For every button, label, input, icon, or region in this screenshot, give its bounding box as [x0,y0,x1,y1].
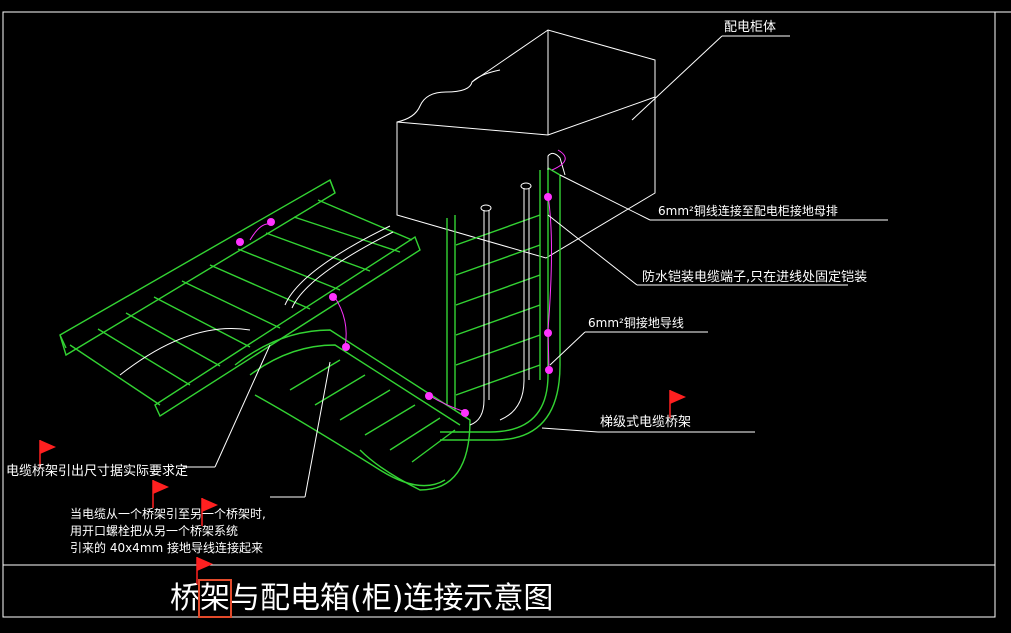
note-line-2: 用开口螺栓把从另一个桥架系统 [70,524,239,538]
title-part-2: 与配电箱(柜)连接示意图 [230,581,554,616]
label-ladder-tray: 梯级式电缆桥架 [600,415,692,430]
flag-icon [196,557,213,585]
marker-flags [39,390,686,585]
label-waterproof-terminal: 防水铠装电缆端子,只在进线处固定铠装 [642,270,868,285]
flag-icon [39,440,56,468]
drawing-frame [2,11,1011,618]
flag-icon [201,498,218,526]
left-ladder-tray [59,178,421,418]
flag-icon [669,390,686,418]
vertical-ladder-tray [440,167,561,441]
note-line-3: 引来的 40x4mm 接地导线连接起来 [70,541,264,555]
lower-ladder-tray [234,329,471,491]
label-ground-wire: 6mm²铜接地导线 [588,316,684,330]
title-part-1: 桥 [170,581,200,616]
title-highlighted-char[interactable]: 架 [198,579,232,618]
label-ground-copper-to-cabinet: 6mm²铜线连接至配电柜接地母排 [658,204,838,218]
ground-connectors [236,193,553,417]
cables-left [119,225,394,376]
note-line-1: 当电缆从一个桥架引至另一个桥架时, [70,507,266,521]
label-tray-extension: 电缆桥架引出尺寸据实际要求定 [6,464,189,479]
flag-icon [152,480,169,508]
drawing-title: 桥架与配电箱(柜)连接示意图 [170,579,554,618]
cables-vertical [469,152,566,426]
leader-lines [183,35,888,498]
label-cabinet: 配电柜体 [724,20,777,35]
cabinet-body [396,29,656,259]
